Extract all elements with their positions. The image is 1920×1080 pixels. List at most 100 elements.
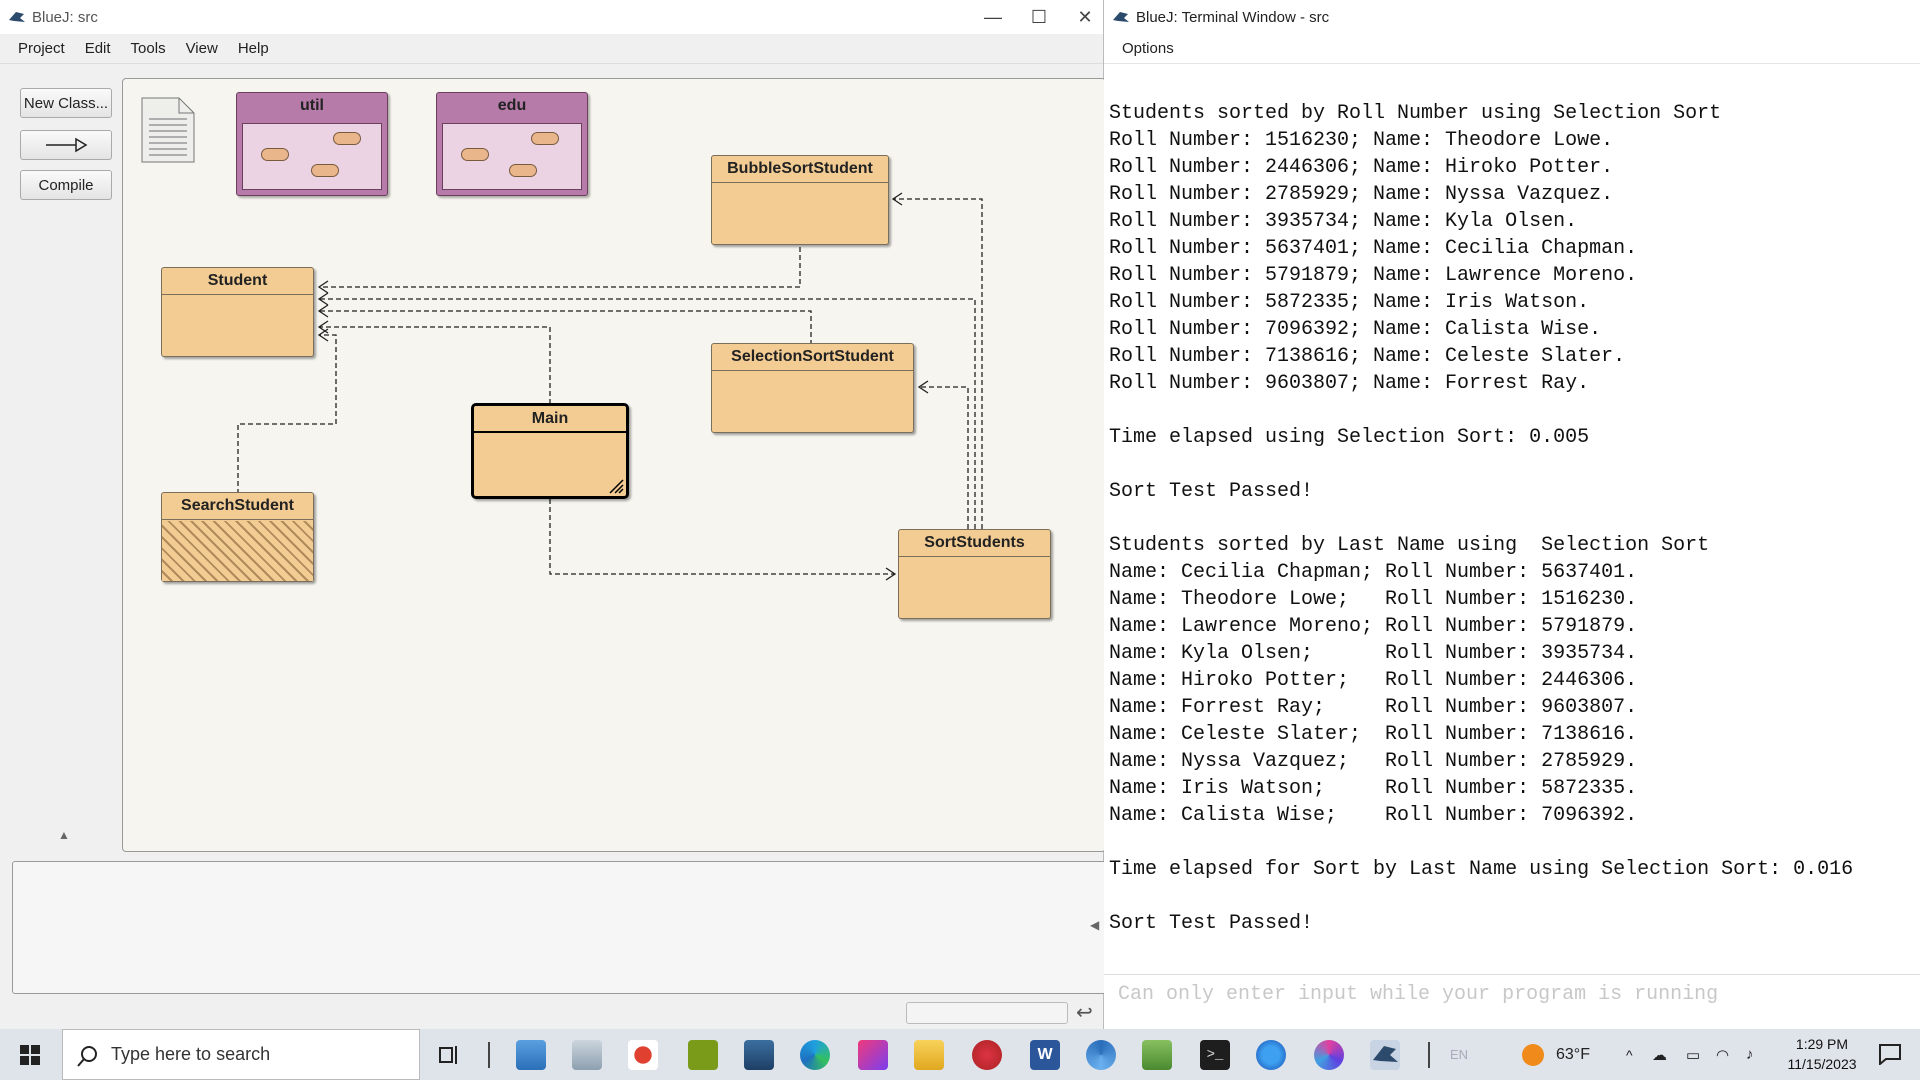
class-main[interactable]: Main <box>471 403 629 499</box>
arrow-icon <box>46 137 88 153</box>
terminal-titlebar: BlueJ: Terminal Window - src <box>1104 0 1920 34</box>
class-bubble-sort-student[interactable]: BubbleSortStudent <box>711 155 889 245</box>
terminal-line: Name: Theodore Lowe; Roll Number: 151623… <box>1109 588 1638 611</box>
menu-view[interactable]: View <box>185 40 218 57</box>
clock-time: 1:29 PM <box>1795 1036 1849 1052</box>
battery-icon[interactable]: ▭ <box>1686 1046 1701 1064</box>
edge-icon[interactable] <box>800 1040 830 1070</box>
menubar: Project Edit Tools View Help <box>0 34 1103 64</box>
weather-widget[interactable]: 63°F <box>1522 1029 1590 1080</box>
clock-date: 11/15/2023 <box>1787 1056 1857 1072</box>
remote-desktop-icon[interactable] <box>516 1040 546 1070</box>
file-archive-icon[interactable] <box>744 1040 774 1070</box>
image-viewer-icon[interactable] <box>572 1040 602 1070</box>
terminal-line: Name: Lawrence Moreno; Roll Number: 5791… <box>1109 615 1638 638</box>
package-edu[interactable]: edu <box>436 92 588 196</box>
resize-handle-icon[interactable] <box>606 476 624 494</box>
package-util[interactable]: util <box>236 92 388 196</box>
terminal-line: Name: Calista Wise; Roll Number: 7096392… <box>1109 804 1638 827</box>
terminal-line: Sort Test Passed! <box>1109 480 1314 503</box>
terminal-line: Sort Test Passed! <box>1109 912 1314 935</box>
terminal-input[interactable]: Can only enter input while your program … <box>1104 974 1920 1014</box>
class-name: SelectionSortStudent <box>712 344 913 371</box>
github-desktop-icon[interactable] <box>1086 1040 1116 1070</box>
class-diagram-canvas[interactable]: util edu BubbleSortStudent Student Selec… <box>122 78 1106 852</box>
word-icon[interactable]: W <box>1030 1040 1060 1070</box>
windows-start-icon[interactable] <box>20 1045 40 1065</box>
wifi-icon[interactable]: ◠ <box>1716 1046 1730 1064</box>
terminal-line: Roll Number: 1516230; Name: Theodore Low… <box>1109 129 1614 152</box>
uncompiled-hatch <box>162 521 313 581</box>
package-class-pill <box>461 148 489 161</box>
status-progress-field <box>906 1002 1068 1024</box>
bluej-icon[interactable] <box>1370 1040 1400 1070</box>
menu-tools[interactable]: Tools <box>130 40 166 57</box>
greenfoot-scenario-icon[interactable] <box>1142 1040 1172 1070</box>
compile-button[interactable]: Compile <box>20 170 112 200</box>
expand-up-icon[interactable]: ▲ <box>58 828 70 842</box>
package-class-pill <box>311 164 339 177</box>
message-pane <box>12 861 1106 994</box>
class-name: Main <box>474 406 626 433</box>
class-student[interactable]: Student <box>161 267 314 357</box>
terminal-line <box>1109 829 1853 856</box>
class-search-student[interactable]: SearchStudent <box>161 492 314 582</box>
greenfoot-icon[interactable] <box>688 1040 718 1070</box>
terminal-line: Roll Number: 5872335; Name: Iris Watson. <box>1109 291 1590 314</box>
intellij-icon[interactable] <box>858 1040 888 1070</box>
terminal-line: Time elapsed for Sort by Last Name using… <box>1109 858 1854 881</box>
clock[interactable]: 1:29 PM 11/15/2023 <box>1772 1034 1872 1074</box>
new-inheritance-arrow-button[interactable] <box>20 130 112 160</box>
notification-icon[interactable] <box>1878 1043 1902 1065</box>
menu-edit[interactable]: Edit <box>84 40 111 57</box>
search-placeholder: Type here to search <box>111 1044 271 1064</box>
readme-document-icon[interactable] <box>141 97 195 163</box>
task-view-icon[interactable] <box>438 1044 460 1066</box>
java-icon[interactable] <box>628 1040 658 1070</box>
taskbar-divider <box>488 1042 490 1068</box>
window-title: BlueJ: src <box>32 8 98 26</box>
terminal-line: Name: Celeste Slater; Roll Number: 71386… <box>1109 723 1638 746</box>
class-name: BubbleSortStudent <box>712 156 888 183</box>
snipping-tool-icon[interactable] <box>972 1040 1002 1070</box>
onedrive-icon[interactable]: ☁ <box>1652 1046 1667 1064</box>
maximize-icon[interactable]: ☐ <box>1030 6 1048 27</box>
windows-taskbar: Type here to search W >_ EN 63°F ^ ☁ ▭ ◠… <box>0 1029 1920 1080</box>
minimize-icon[interactable]: — <box>984 6 1002 27</box>
terminal-title: BlueJ: Terminal Window - src <box>1136 8 1330 26</box>
terminal-icon[interactable]: >_ <box>1200 1040 1230 1070</box>
package-class-pill <box>531 132 559 145</box>
terminal-line: Name: Iris Watson; Roll Number: 5872335. <box>1109 777 1638 800</box>
terminal-line: Students sorted by Last Name using Selec… <box>1109 534 1710 557</box>
dep-sort-bubble <box>893 198 983 529</box>
file-explorer-icon[interactable] <box>914 1040 944 1070</box>
dependency-arrows <box>237 192 983 581</box>
class-sort-students[interactable]: SortStudents <box>898 529 1051 619</box>
firefox-icon[interactable] <box>1256 1040 1286 1070</box>
terminal-output: Students sorted by Roll Number using Sel… <box>1109 100 1853 937</box>
terminal-line: Time elapsed using Selection Sort: 0.005 <box>1109 426 1590 449</box>
menu-options[interactable]: Options <box>1122 40 1174 57</box>
menu-help[interactable]: Help <box>237 40 269 57</box>
terminal-line: Name: Forrest Ray; Roll Number: 9603807. <box>1109 696 1638 719</box>
terminal-window: BlueJ: Terminal Window - src Options Stu… <box>1104 0 1920 1029</box>
package-class-pill <box>333 132 361 145</box>
input-language[interactable]: EN <box>1450 1047 1469 1062</box>
package-contents <box>442 123 582 190</box>
reset-vm-icon[interactable]: ↩ <box>1076 1002 1093 1024</box>
volume-icon[interactable]: ♪ <box>1746 1046 1754 1063</box>
bluej-main-window: BlueJ: src — ☐ ✕ Project Edit Tools View… <box>0 0 1106 1029</box>
taskbar-search[interactable]: Type here to search <box>62 1029 420 1080</box>
terminal-line: Students sorted by Roll Number using Sel… <box>1109 102 1722 125</box>
show-hidden-icons-icon[interactable]: ^ <box>1626 1046 1633 1063</box>
chrome-icon[interactable] <box>1314 1040 1344 1070</box>
collapse-left-icon[interactable]: ◀ <box>1090 918 1100 932</box>
menu-project[interactable]: Project <box>18 40 65 57</box>
new-class-button[interactable]: New Class... <box>20 88 112 118</box>
weather-icon <box>1522 1043 1544 1066</box>
close-icon[interactable]: ✕ <box>1077 6 1093 27</box>
class-selection-sort-student[interactable]: SelectionSortStudent <box>711 343 914 433</box>
terminal-line: Roll Number: 7096392; Name: Calista Wise… <box>1109 318 1602 341</box>
package-contents <box>242 123 382 190</box>
package-name: edu <box>497 97 527 114</box>
